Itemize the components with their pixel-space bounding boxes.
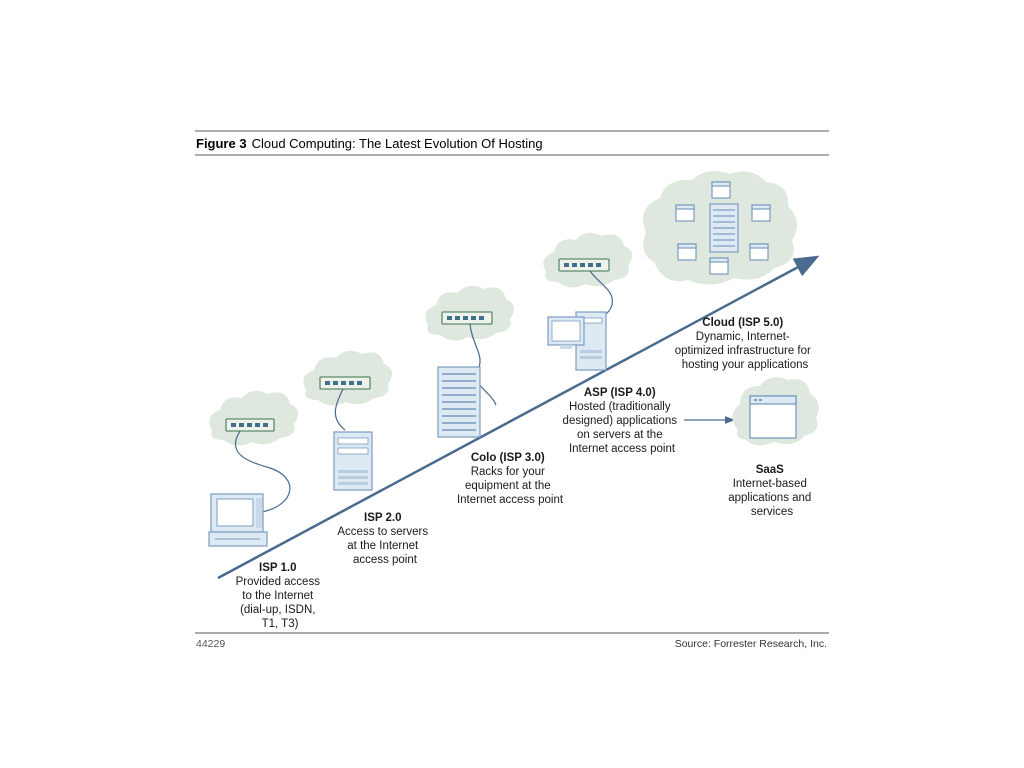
figure-id: 44229 xyxy=(196,638,225,650)
evolution-arrow xyxy=(217,255,820,580)
stage-saas-label: SaaS Internet-based applications and ser… xyxy=(728,460,816,518)
stage-colo-label: Colo (ISP 3.0) Racks for your equipment … xyxy=(457,448,564,506)
network-cable xyxy=(334,388,346,431)
application-window-icon xyxy=(751,204,771,222)
application-window-icon xyxy=(675,204,695,222)
rack-server-icon xyxy=(709,203,739,253)
tower-server-icon xyxy=(333,431,373,491)
stage-isp2-label: ISP 2.0 Access to servers at the Interne… xyxy=(337,508,432,566)
application-window-icon xyxy=(677,243,697,261)
network-switch-icon xyxy=(441,311,493,325)
network-cable xyxy=(234,430,291,513)
server-with-monitor-icon xyxy=(547,311,607,371)
stage-isp1-label: ISP 1.0 Provided access to the Internet … xyxy=(236,558,325,630)
stage-asp-label: ASP (ISP 4.0) Hosted (traditionally desi… xyxy=(563,383,682,455)
source-credit: Source: Forrester Research, Inc. xyxy=(675,638,827,650)
network-switch-icon xyxy=(319,376,371,390)
application-window-icon xyxy=(709,257,729,275)
network-switch-icon xyxy=(225,418,275,432)
application-window-icon xyxy=(749,395,797,439)
cloud-icon xyxy=(209,390,299,446)
desktop-computer-icon xyxy=(208,493,268,547)
application-window-icon xyxy=(711,181,731,199)
rack-server-icon xyxy=(437,366,481,438)
application-window-icon xyxy=(749,243,769,261)
network-switch-icon xyxy=(558,258,610,272)
stage-cloud-label: Cloud (ISP 5.0) Dynamic, Internet- optim… xyxy=(675,313,816,371)
